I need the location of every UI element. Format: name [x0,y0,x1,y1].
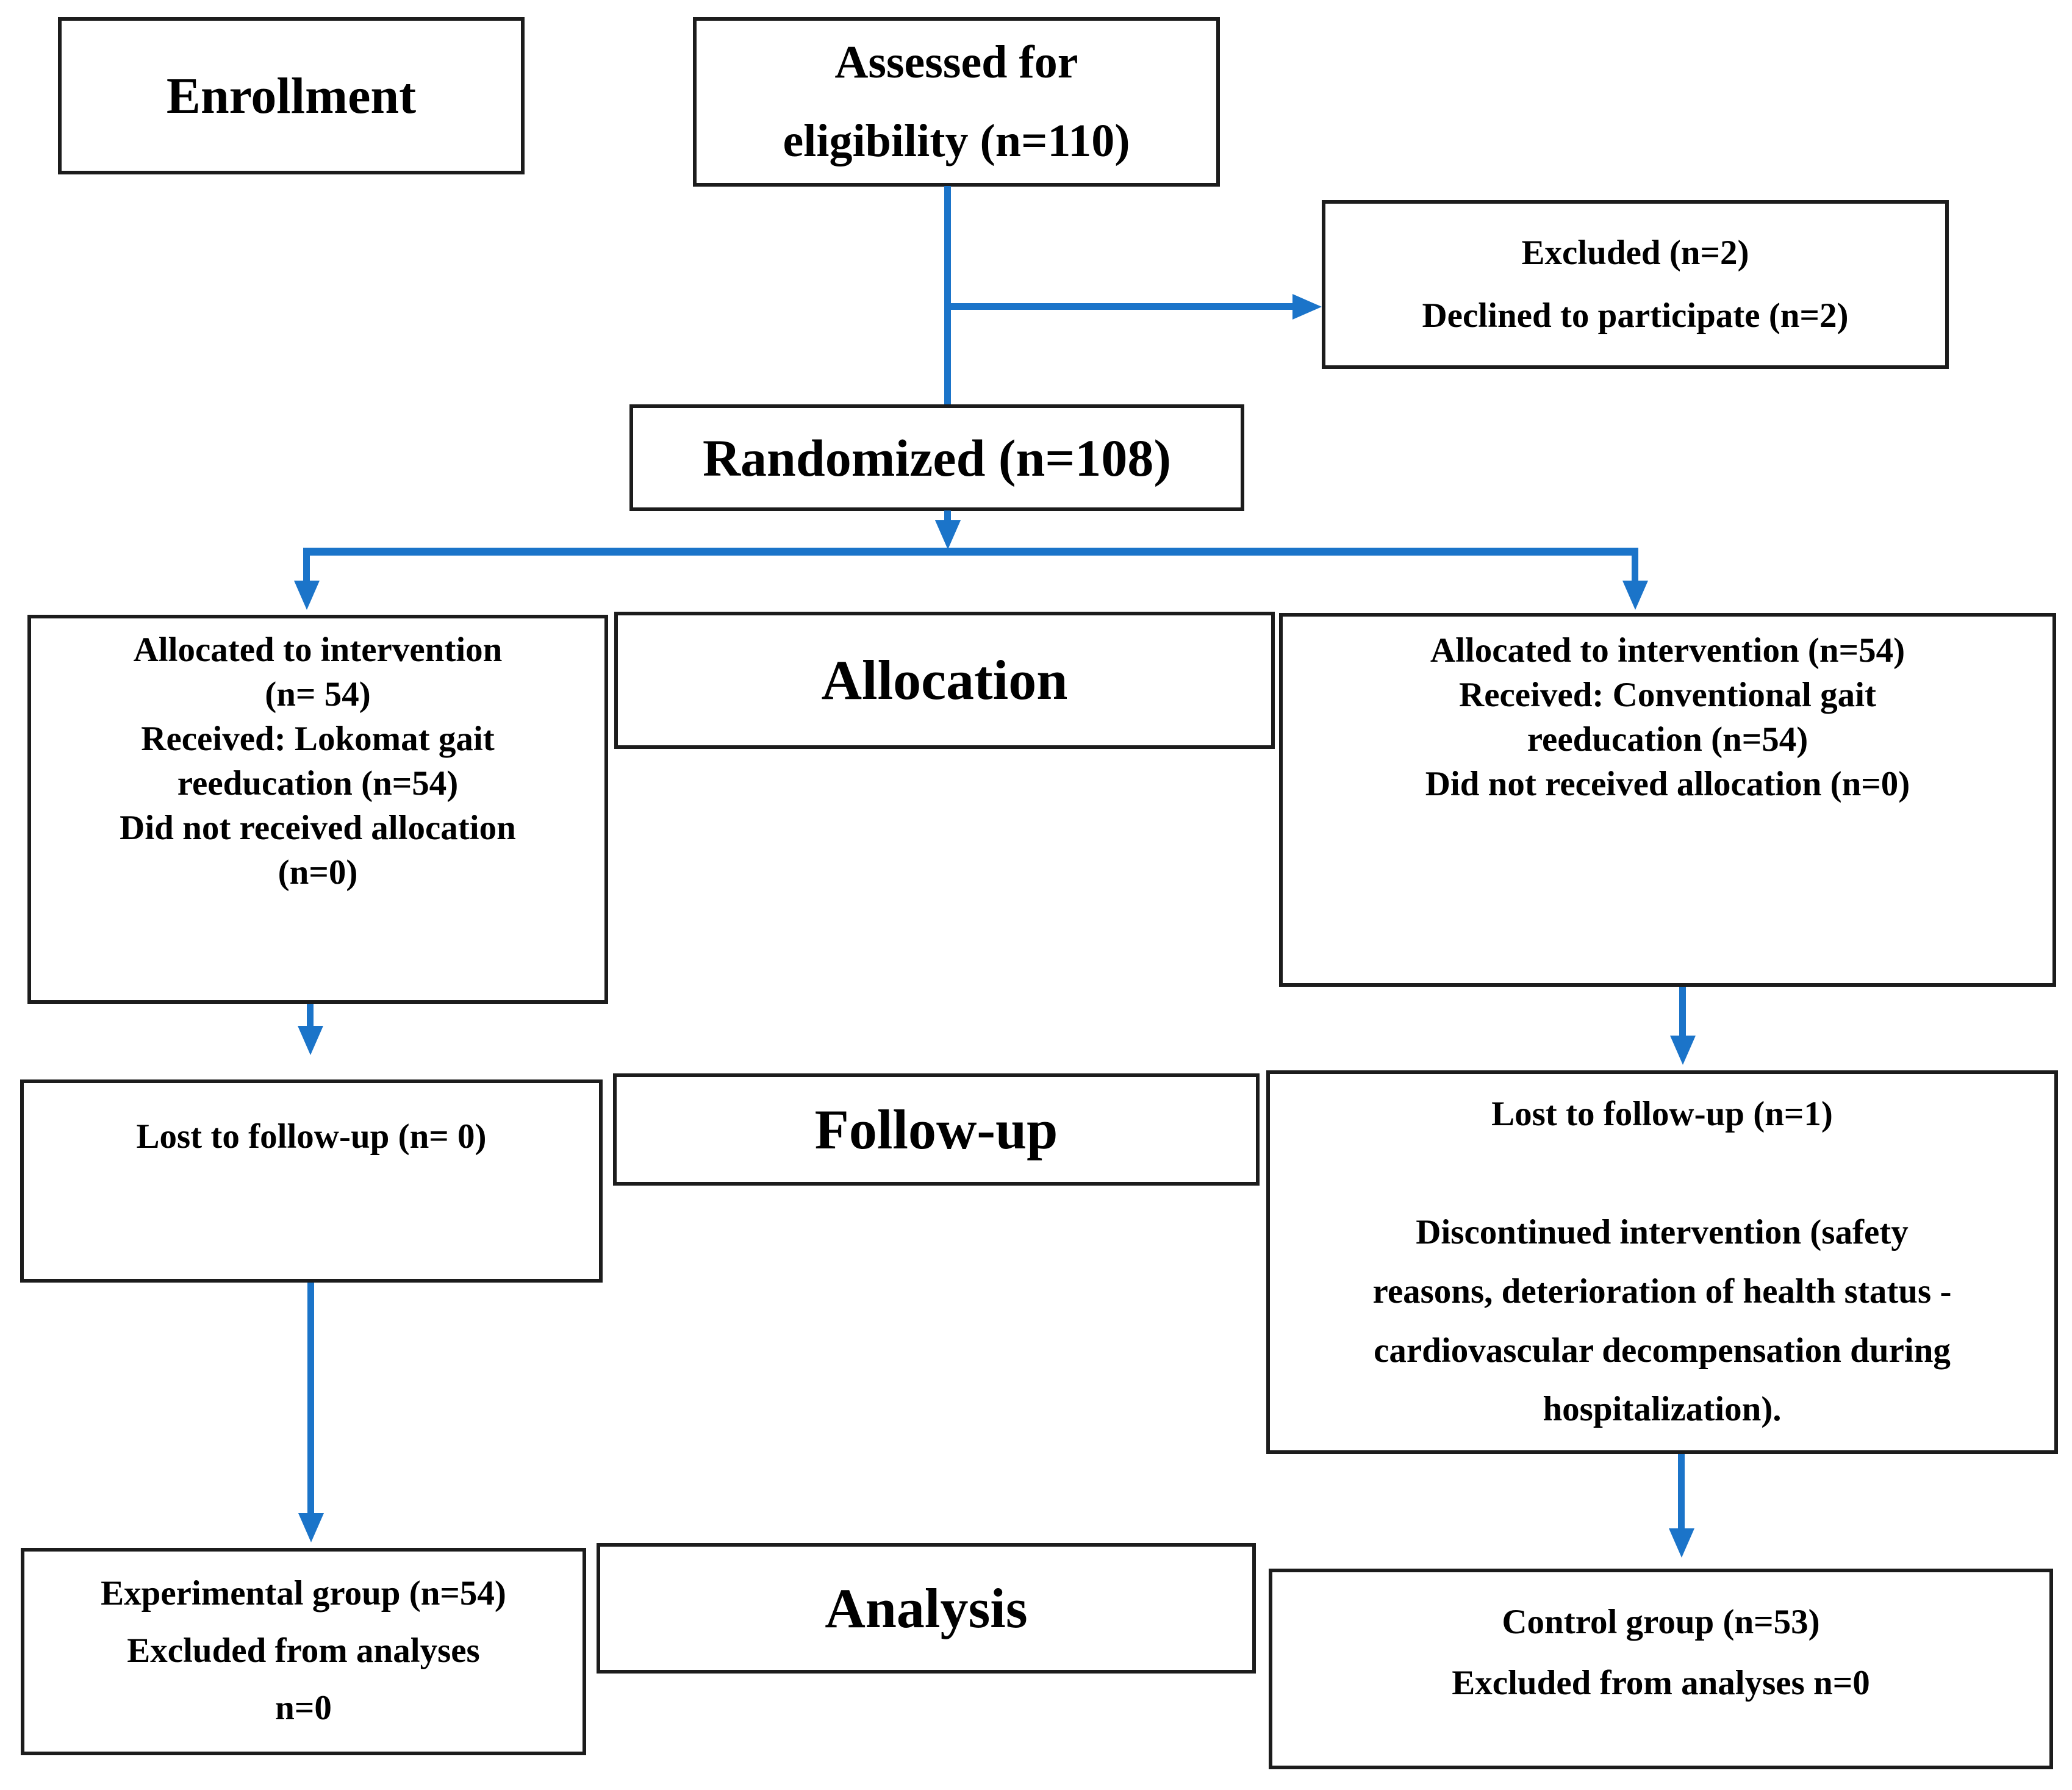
box-text-line: (n=0) [278,853,358,892]
arrow-experimental-to-analysis-line [307,1283,314,1516]
arrow-assessed-to-excluded-line [944,303,1296,310]
box-text-line: Assessed for [834,36,1078,88]
arrow-experimental-to-followup-line [307,1004,314,1028]
arrow-branch-left-head [294,581,320,610]
randomized-box: Randomized (n=108) [629,404,1244,511]
box-text-line: Control group (n=53) [1502,1603,1820,1641]
box-text-line: (n= 54) [265,675,371,714]
box-text-line: Lost to follow-up (n=1) [1491,1095,1833,1133]
arrow-control-to-analysis-head [1669,1528,1694,1558]
follow-up-header-label: Follow-up [814,1098,1058,1161]
experimental-allocation-box: Allocated to intervention (n= 54) Received… [27,615,608,1004]
excluded-box: Excluded (n=2) Declined to participate (n… [1322,200,1949,369]
box-text-line: reeducation (n=54) [1527,720,1809,759]
arrow-branch-right-line [1632,548,1638,583]
analysis-header-label: Analysis [825,1577,1028,1639]
box-text-line: Excluded from analyses n=0 [1452,1663,1870,1702]
enrollment-header-label: Enrollment [166,67,417,124]
box-text-line: reeducation (n=54) [177,764,459,803]
enrollment-header-box: Enrollment [58,17,525,174]
control-followup-box: Lost to follow-up (n=1) Discontinued int… [1266,1070,2058,1454]
arrow-assessed-to-randomized [944,186,951,404]
box-text-line: n=0 [275,1689,332,1728]
box-text-line [1270,1144,2054,1203]
box-text-line: Excluded (n=2) [1521,233,1749,272]
arrow-randomized-down-head [935,520,961,550]
follow-up-header-box: Follow-up [613,1073,1260,1186]
arrow-experimental-to-analysis-head [298,1513,324,1542]
box-text-line: Lost to follow-up (n= 0) [136,1117,487,1156]
arrow-branch-right-head [1622,581,1648,610]
experimental-followup-box: Lost to follow-up (n= 0) [20,1079,603,1283]
box-text-line: cardiovascular decompensation during [1374,1331,1951,1370]
analysis-header-box: Analysis [597,1543,1256,1674]
box-text-line: Discontinued intervention (safety [1416,1212,1909,1251]
arrow-assessed-to-excluded-head [1292,294,1322,320]
assessed-eligibility-box: Assessed for eligibility (n=110) [693,17,1220,187]
box-text-line: Experimental group (n=54) [101,1574,506,1613]
box-text-line: Received: Lokomat gait [141,719,495,758]
box-text-line: Allocated to intervention (n=54) [1430,631,1905,670]
arrow-control-to-analysis-line [1678,1454,1685,1531]
box-text-line: Did not received allocation (n=0) [1425,764,1910,803]
arrow-randomized-down-line [944,510,951,521]
box-text-line: reasons, deterioration of health status … [1372,1272,1952,1311]
box-text-line: Declined to participate (n=2) [1422,296,1849,335]
box-text-line: eligibility (n=110) [783,115,1130,166]
randomization-branch-line [303,548,1638,556]
box-text-line: hospitalization). [1543,1390,1782,1429]
box-text-line: Allocated to intervention [133,631,503,669]
box-text-line: Received: Conventional gait [1459,675,1876,714]
arrow-experimental-to-followup-head [298,1026,323,1055]
box-text-line: Excluded from analyses [127,1631,480,1670]
arrow-control-to-followup-line [1679,987,1686,1038]
control-allocation-box: Allocated to intervention (n=54) Received… [1279,613,2056,987]
control-analysis-box: Control group (n=53) Excluded from analys… [1269,1569,2053,1769]
arrow-branch-left-line [303,548,310,583]
allocation-header-box: Allocation [614,612,1275,749]
randomized-label: Randomized (n=108) [702,428,1172,487]
box-text-line: Did not received allocation [120,808,516,847]
experimental-analysis-box: Experimental group (n=54) Excluded from a… [21,1548,586,1755]
arrow-control-to-followup-head [1670,1036,1696,1065]
allocation-header-label: Allocation [821,649,1068,712]
